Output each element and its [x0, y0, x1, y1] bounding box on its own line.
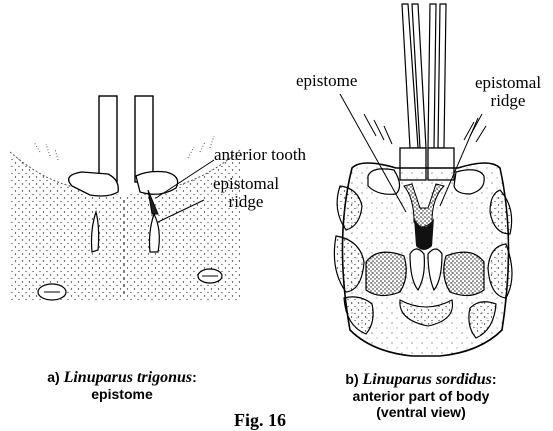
- caption-panel-b-colon: :: [492, 371, 497, 387]
- caption-panel-a-title: a) Linuparus trigonus:: [0, 369, 244, 386]
- label-panel-b-epistomal-ridge-line2: ridge: [466, 92, 550, 110]
- panel-a-drawing: [10, 96, 240, 300]
- caption-panel-b-species: Linuparus sordidus: [363, 371, 492, 388]
- label-epistome: epistome: [296, 72, 357, 90]
- caption-panel-a-letter: a): [47, 369, 59, 385]
- caption-panel-a-colon: :: [192, 369, 197, 385]
- caption-panel-b-description-line1: anterior part of body: [306, 388, 536, 404]
- caption-panel-b: b) Linuparus sordidus: anterior part of …: [306, 371, 536, 420]
- panel-b-mouthparts: [366, 252, 406, 295]
- caption-panel-b-title: b) Linuparus sordidus:: [306, 371, 536, 388]
- label-panel-a-epistomal-ridge-line2: ridge: [208, 193, 284, 211]
- caption-panel-a-description: epistome: [0, 386, 244, 402]
- panel-a-left-peduncle: [99, 96, 117, 182]
- caption-panel-a-species: Linuparus trigonus: [64, 369, 193, 386]
- caption-panel-b-letter: b): [345, 371, 358, 387]
- label-panel-b-epistomal-ridge: epistomal ridge: [466, 74, 550, 110]
- caption-panel-b-description-line2: (ventral view): [306, 404, 536, 420]
- caption-panel-a: a) Linuparus trigonus: epistome: [0, 369, 244, 402]
- label-panel-a-epistomal-ridge: epistomal ridge: [208, 175, 284, 211]
- panel-b-drawing: [334, 4, 512, 356]
- figure-number: Fig. 16: [234, 410, 286, 431]
- panel-a-right-peduncle: [135, 96, 153, 182]
- label-anterior-tooth: anterior tooth: [214, 146, 306, 164]
- label-panel-b-epistomal-ridge-line1: epistomal: [466, 74, 550, 92]
- label-panel-a-epistomal-ridge-line1: epistomal: [208, 175, 284, 193]
